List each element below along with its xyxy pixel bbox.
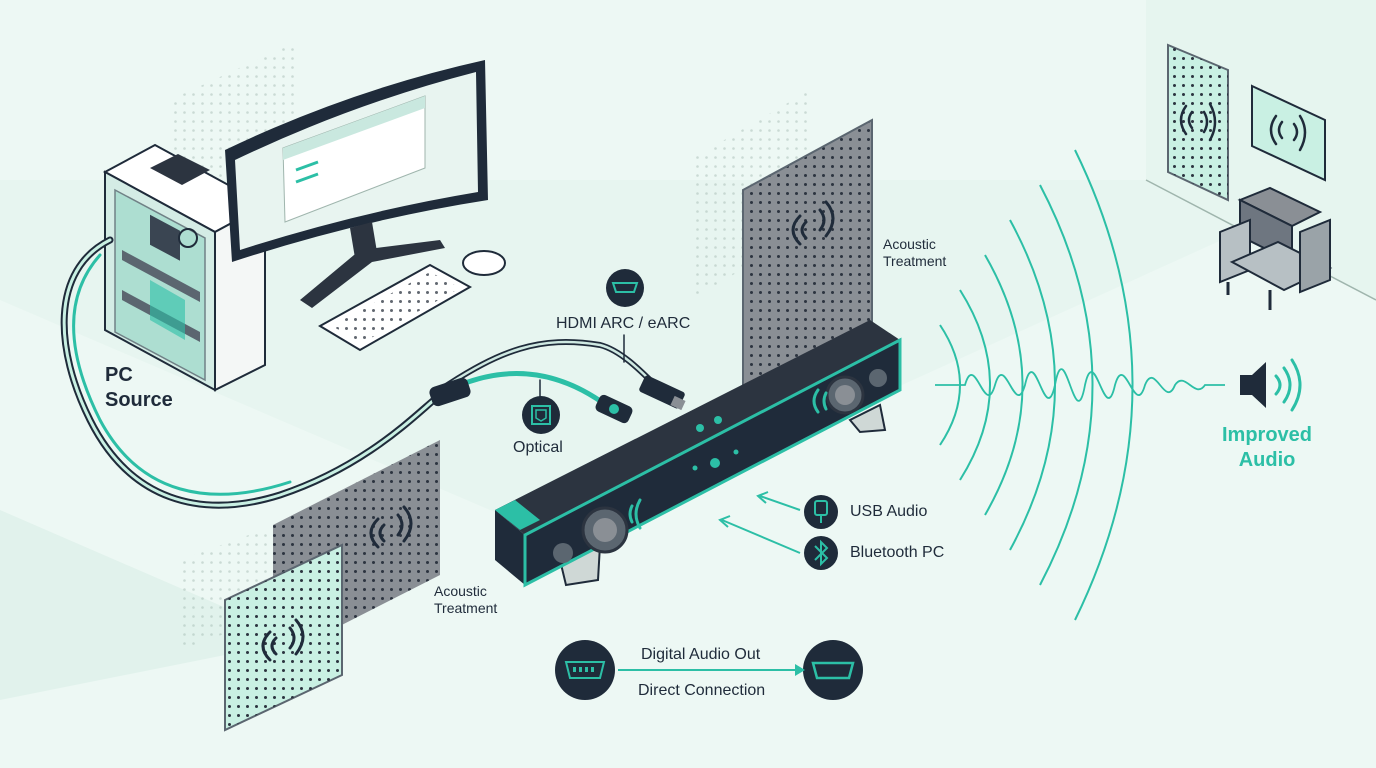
speaker-icon [1240,358,1302,412]
soundbar [495,320,902,588]
optical-label: Optical [513,439,563,456]
hdmi-port-icon [555,640,615,700]
improved-audio-line-1: Improved [1222,424,1313,446]
hdmi-plug [639,375,686,411]
acoustic-panel-center [742,118,873,402]
direct-connection-label: Direct Connection [638,682,766,699]
acoustic-panel-lower-mint [224,543,343,732]
pc-source-line-1: PC [105,364,133,386]
pc-source-label: PC Source [105,363,173,413]
wall-panel-right-2 [1251,84,1326,182]
wall-panel-right-1 [1167,43,1229,202]
optical-connector [429,377,633,424]
acoustic-top-line-1: Acoustic [883,236,936,252]
mouse [462,250,506,276]
acoustic-treatment-bottom-label: Acoustic Treatment [434,583,497,617]
improved-audio-label: Improved Audio [1222,423,1312,473]
digital-audio-out-label: Digital Audio Out [641,646,761,663]
pc-source-line-2: Source [105,389,173,411]
acoustic-bottom-line-1: Acoustic [434,583,487,599]
direct-connection-arrow [618,664,805,676]
hdmi-plug-icon [803,640,863,700]
armchair [1219,186,1333,310]
bluetooth-icon [804,536,838,570]
improved-audio-line-2: Audio [1238,449,1296,471]
acoustic-bottom-line-2: Treatment [434,599,498,616]
sound-waves [935,149,1225,621]
acoustic-treatment-top-label: Acoustic Treatment [883,236,946,270]
acoustic-top-line-2: Treatment [883,252,947,269]
input-arrows [718,491,801,554]
hdmi-icon [606,269,644,307]
monitor [225,60,488,308]
optical-icon [522,396,560,434]
usb-audio-label: USB Audio [850,503,928,520]
keyboard [317,263,473,352]
usb-icon [804,495,838,529]
hdmi-label: HDMI ARC / eARC [556,315,691,332]
bluetooth-pc-label: Bluetooth PC [850,544,945,561]
cables [60,236,658,509]
